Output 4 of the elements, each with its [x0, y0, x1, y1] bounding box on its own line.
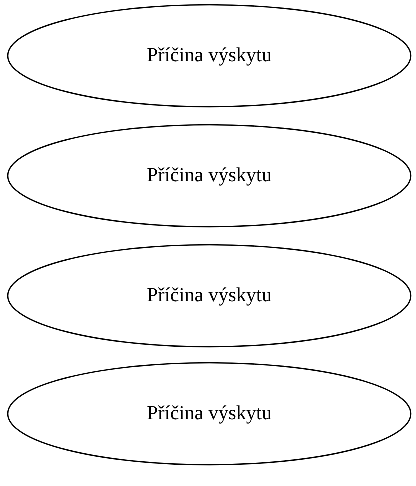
node-text: Příčina výskytu: [147, 44, 272, 68]
node-text: Příčina výskytu: [147, 164, 272, 188]
node-text: Příčina výskytu: [147, 402, 272, 426]
node-text: Příčina výskytu: [147, 284, 272, 308]
